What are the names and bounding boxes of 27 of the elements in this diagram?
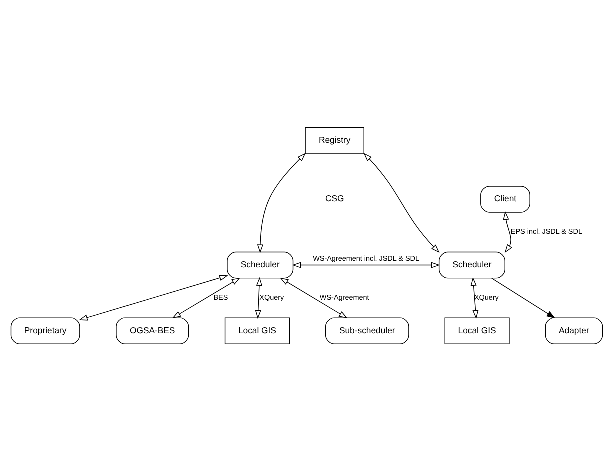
edge-label: XQuery — [474, 292, 499, 302]
node-box: Scheduler — [438, 252, 506, 279]
label: CSG — [325, 194, 344, 204]
edge-label: XQuery — [260, 292, 284, 302]
edge-label: WS-Agreement incl. JSDL & SDL — [313, 254, 420, 263]
node-box: Local GIS — [444, 318, 510, 344]
edge-label: BES — [214, 292, 228, 302]
arrow — [257, 153, 306, 254]
node-box: OGSA-BES — [116, 318, 190, 344]
node-box: Client — [480, 186, 530, 213]
arrow — [280, 278, 348, 319]
arrow — [79, 275, 228, 321]
node-box: Adapter — [545, 318, 604, 344]
node-box: Registry — [305, 128, 364, 154]
arrow — [255, 277, 262, 320]
arrow — [172, 278, 241, 319]
edge-label: WS-Agreement — [320, 292, 370, 302]
arrow — [503, 211, 512, 254]
arrow — [492, 278, 556, 319]
arrow — [470, 277, 479, 320]
node-box: Scheduler — [227, 252, 294, 279]
arrow — [364, 153, 440, 254]
arrow — [292, 262, 440, 268]
node-box: Proprietary — [10, 318, 80, 344]
node-box: Sub-scheduler — [325, 318, 410, 344]
edge-label: EPS incl. JSDL & SDL — [510, 227, 582, 236]
node-box: Local GIS — [224, 318, 290, 344]
